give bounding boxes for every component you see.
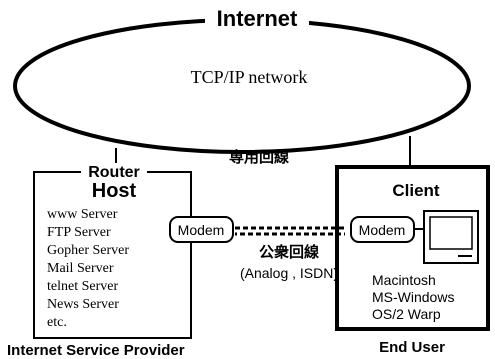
- public-line-types: (Analog , ISDN): [240, 265, 338, 281]
- computer-icon: [423, 210, 479, 264]
- leased-line-label: 専用回線: [229, 148, 289, 166]
- server-item: FTP Server: [47, 225, 111, 240]
- provider-modem: [169, 216, 234, 243]
- server-item: www Server: [47, 207, 118, 222]
- network-label: TCP/IP network: [191, 67, 308, 87]
- os-item: Macintosh: [372, 272, 436, 288]
- client-modem-label: Modem: [359, 222, 406, 238]
- server-item: Mail Server: [47, 261, 114, 276]
- os-item: OS/2 Warp: [372, 306, 441, 322]
- client-box: [335, 165, 490, 331]
- host-label: Host: [92, 180, 137, 202]
- router-label: Router: [88, 164, 140, 181]
- provider-caption: Internet Service Provider: [7, 342, 185, 359]
- client-caption: End User: [379, 339, 445, 356]
- server-item: Gopher Server: [47, 243, 129, 258]
- router-label-gap: [81, 163, 147, 181]
- public-line-label: 公衆回線: [259, 243, 319, 261]
- internet-title-gap: [205, 6, 309, 32]
- os-list: Macintosh MS-Windows OS/2 Warp: [372, 272, 454, 322]
- server-item: News Server: [47, 297, 119, 312]
- server-item: etc.: [47, 315, 67, 330]
- provider-modem-label: Modem: [178, 222, 225, 238]
- server-list: www Server FTP Server Gopher Server Mail…: [47, 207, 129, 330]
- server-item: telnet Server: [47, 279, 118, 294]
- client-title: Client: [392, 181, 440, 200]
- os-item: MS-Windows: [372, 289, 454, 305]
- internet-title: Internet: [217, 6, 298, 31]
- public-line: [235, 226, 345, 236]
